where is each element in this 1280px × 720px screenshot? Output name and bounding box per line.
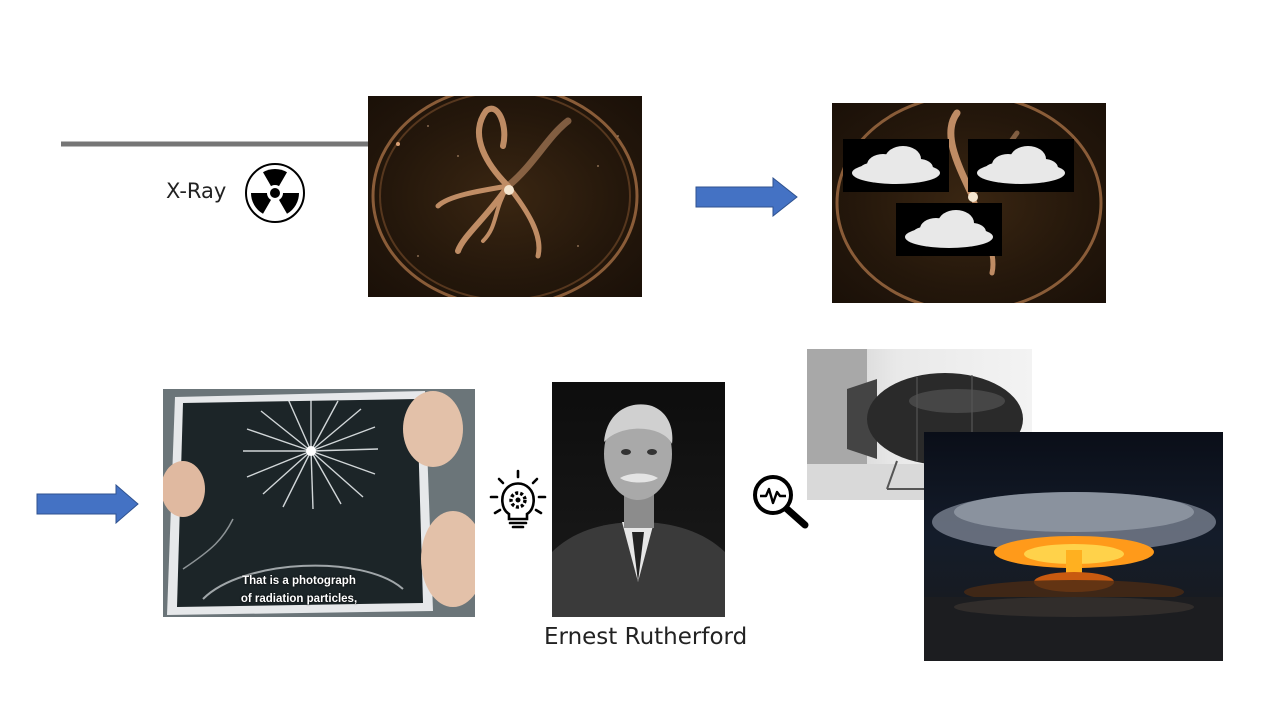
magnifier-pulse-icon bbox=[753, 475, 809, 529]
right-arrow-icon bbox=[695, 177, 798, 217]
xray-beam-arrow bbox=[61, 136, 403, 152]
photo-caption-line1: That is a photograph bbox=[242, 575, 356, 587]
right-arrow-icon bbox=[36, 484, 139, 524]
rutherford-portrait bbox=[552, 382, 725, 617]
cloud-chamber-photo bbox=[368, 96, 642, 297]
cloud-chamber-with-clouds-photo bbox=[832, 103, 1106, 303]
radiation-particles-photo: That is a photograph of radiation partic… bbox=[163, 389, 475, 617]
cloud-image bbox=[896, 203, 1002, 256]
xray-label: X-Ray bbox=[166, 179, 227, 203]
nuclear-explosion-photo bbox=[924, 432, 1223, 661]
scientist-name: Ernest Rutherford bbox=[544, 624, 748, 650]
cloud-image bbox=[968, 139, 1074, 192]
photo-caption-line2: of radiation particles, bbox=[240, 593, 358, 605]
radiation-icon bbox=[245, 163, 305, 223]
lightbulb-gear-icon bbox=[489, 469, 547, 529]
cloud-image bbox=[843, 139, 949, 192]
